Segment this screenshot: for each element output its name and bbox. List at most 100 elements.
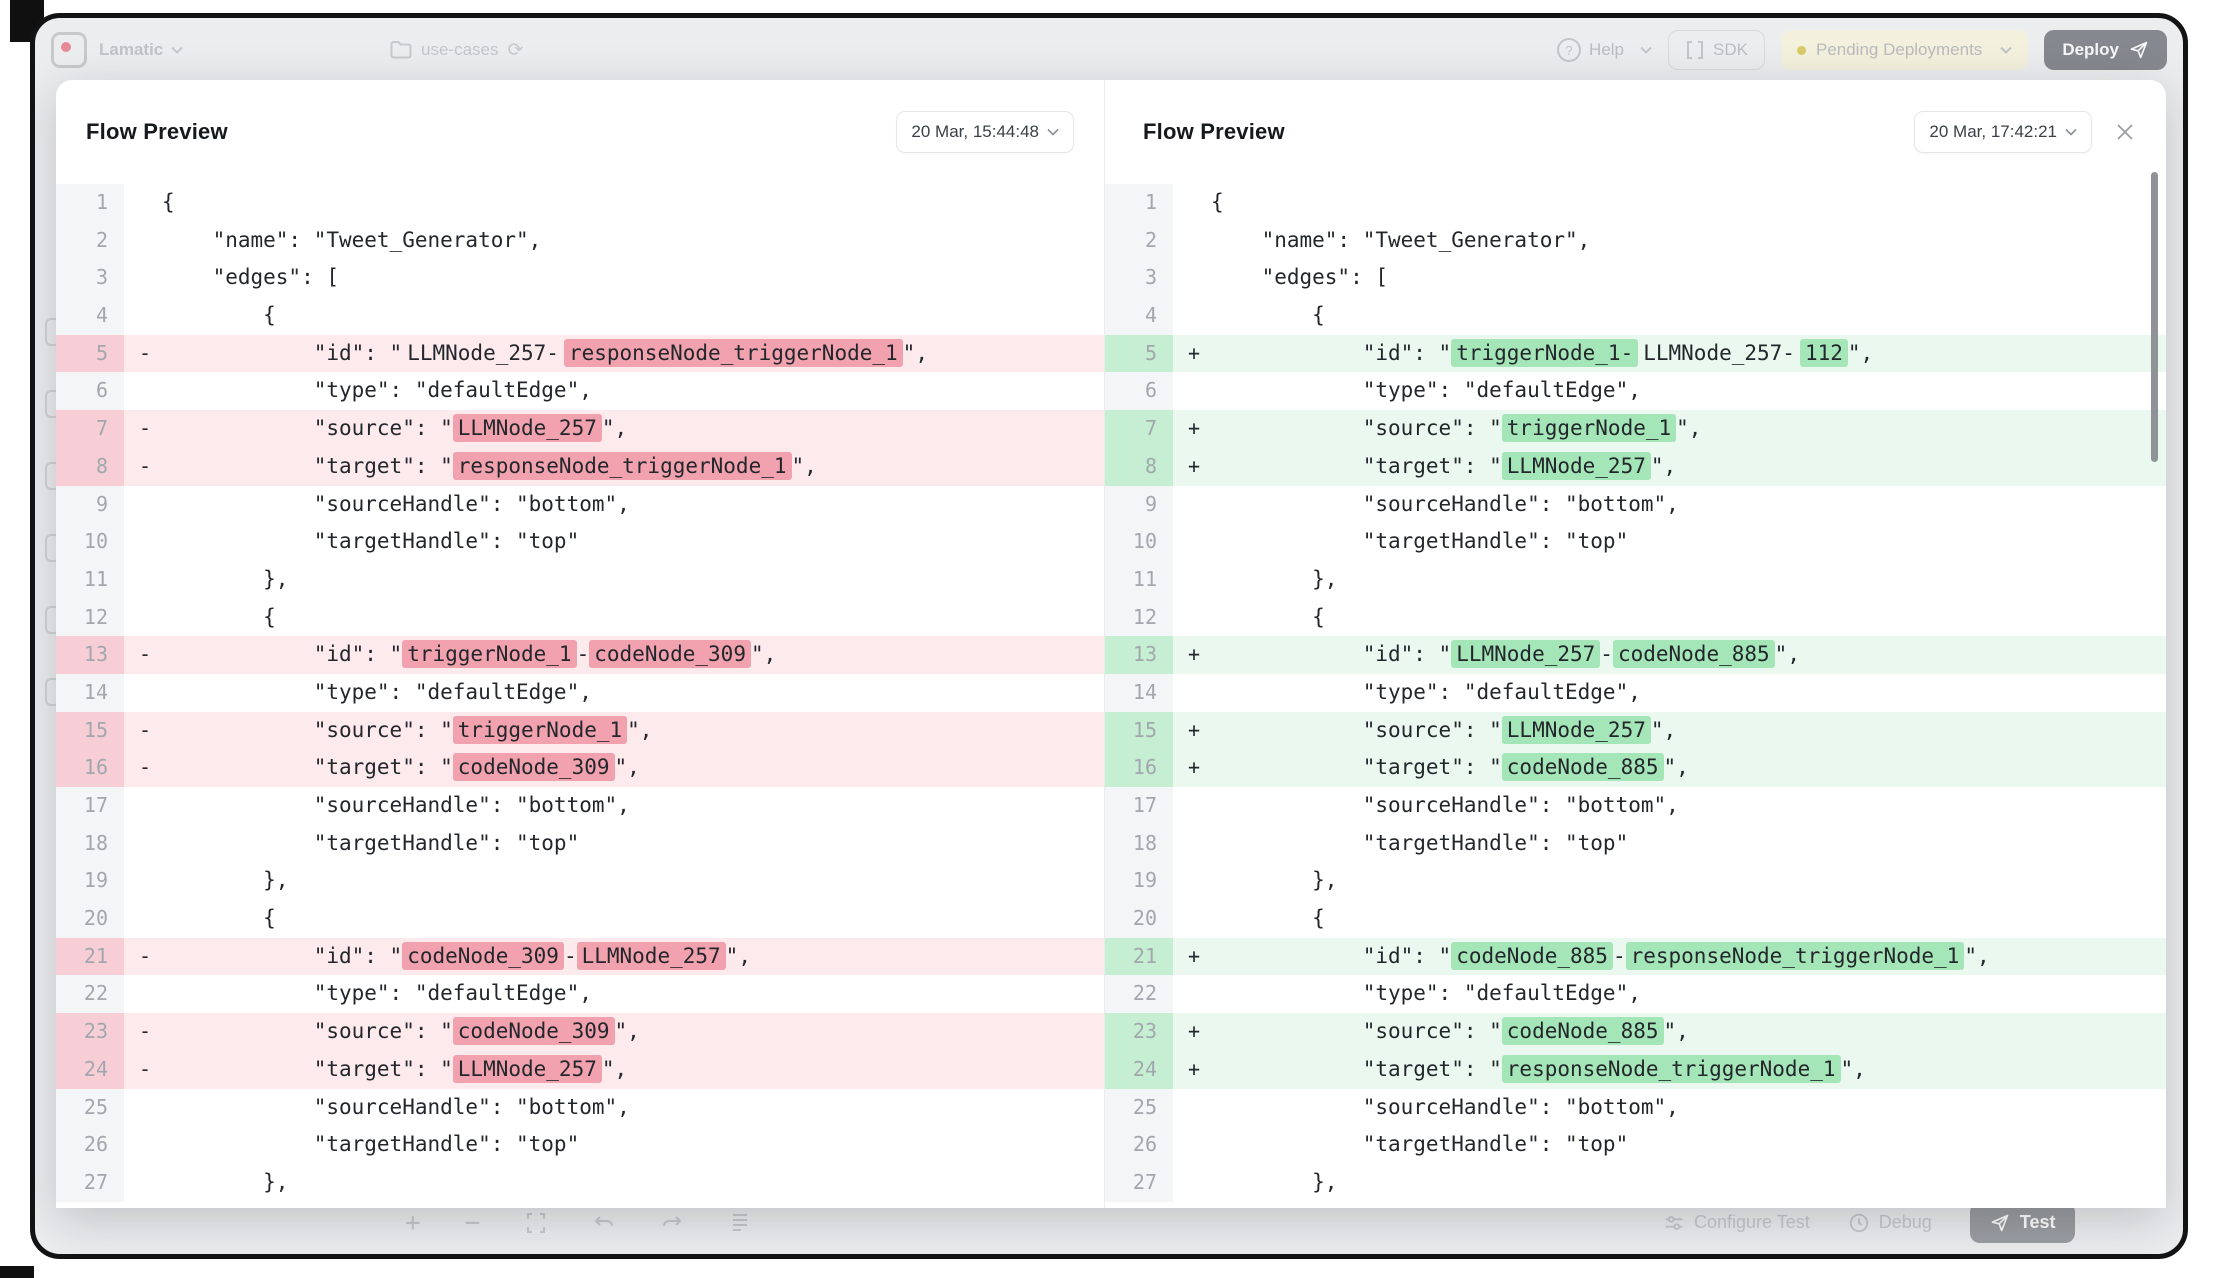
diff-token: responseNode_triggerNode_1 [1625, 941, 1965, 970]
code-text: "target": " [313, 1056, 453, 1081]
code-text: ", [614, 755, 640, 780]
scrollbar-thumb[interactable] [2151, 172, 2158, 462]
panel-title: Flow Preview [1143, 119, 1285, 144]
code-text: ", [1774, 642, 1800, 667]
code-text: "name": "Tweet_Generator", [212, 227, 542, 252]
code-text: ", [791, 453, 817, 478]
panel-title: Flow Preview [86, 119, 228, 144]
code-text: ", [750, 642, 777, 667]
code-text: "target": " [1362, 755, 1502, 780]
configure-test-button[interactable]: Configure Test [1663, 1212, 1810, 1234]
code-text: "type": "defaultEdge", [1362, 679, 1641, 704]
code-text: "targetHandle": "top" [313, 1132, 580, 1157]
code-line-text: "type": "defaultEdge", [124, 674, 1104, 712]
line-number: 1 [1105, 184, 1173, 222]
code-line-text: -"id": "LLMNode_257-responseNode_trigger… [124, 334, 1104, 373]
diff-marker: + [1188, 755, 1201, 780]
breadcrumb[interactable]: use-cases ⟳ [390, 18, 523, 82]
flow-preview-diff-modal: Flow Preview 20 Mar, 15:44:48 1{2"name":… [56, 80, 2166, 1208]
diff-marker: + [1188, 943, 1201, 968]
version-timestamp-dropdown[interactable]: 20 Mar, 15:44:48 [896, 111, 1074, 153]
diff-token: triggerNode_1 [402, 640, 577, 669]
code-text: "source": " [313, 717, 453, 742]
code-text: "id": " [313, 340, 403, 365]
line-number: 13 [56, 636, 124, 674]
version-timestamp-dropdown[interactable]: 20 Mar, 17:42:21 [1914, 111, 2092, 153]
code-line: 10"targetHandle": "top" [1105, 523, 2166, 561]
code-line-text: -"source": "codeNode_309", [124, 1013, 1104, 1051]
panel-header: Flow Preview 20 Mar, 15:44:48 [56, 80, 1104, 184]
code-line-text: +"target": "codeNode_885", [1173, 749, 2166, 787]
debug-button[interactable]: Debug [1848, 1212, 1932, 1234]
code-line-text: "sourceHandle": "bottom", [1173, 486, 2166, 524]
crop-mark-bottom-left [0, 1266, 34, 1278]
fit-view-icon[interactable] [524, 1211, 548, 1235]
code-line-text: "type": "defaultEdge", [124, 975, 1104, 1013]
redo-icon[interactable] [660, 1211, 684, 1235]
code-line-text: { [1173, 184, 2166, 222]
line-number: 20 [56, 900, 124, 938]
undo-icon[interactable] [592, 1211, 616, 1235]
flow-preview-panel-before: Flow Preview 20 Mar, 15:44:48 1{2"name":… [56, 80, 1104, 1208]
diff-marker: + [1188, 717, 1201, 742]
code-text: }, [263, 1169, 289, 1194]
lamatic-logo-icon[interactable] [51, 32, 87, 68]
code-line: 27}, [56, 1163, 1104, 1202]
code-text: { [1312, 303, 1325, 328]
line-number: 11 [1105, 560, 1173, 599]
brand-name[interactable]: Lamatic [99, 40, 164, 59]
code-line-text: { [1173, 297, 2166, 335]
code-line-text: -"target": "responseNode_triggerNode_1", [124, 447, 1104, 486]
code-line: 12{ [1105, 598, 2166, 637]
code-line: 20{ [1105, 900, 2166, 938]
code-text: "target": " [1362, 1056, 1502, 1081]
code-line-text: "targetHandle": "top" [1173, 1126, 2166, 1164]
diff-marker: + [1188, 1019, 1201, 1044]
code-line-text: "sourceHandle": "bottom", [124, 1089, 1104, 1127]
diff-token: codeNode_309 [589, 640, 751, 669]
code-text: ", [601, 1056, 628, 1081]
sdk-button[interactable]: SDK [1668, 30, 1765, 70]
code-text: "targetHandle": "top" [1362, 830, 1629, 855]
code-line: 19}, [1105, 862, 2166, 901]
code-text: "name": "Tweet_Generator", [1261, 227, 1591, 252]
zoom-in-icon[interactable]: + [405, 1208, 421, 1238]
diff-token: LLMNode_257 [1501, 451, 1651, 480]
top-bar: Lamatic use-cases ⟳ ? Help SDK Pending D… [35, 18, 2183, 82]
help-icon: ? [1557, 38, 1582, 62]
code-line: 3"edges": [ [56, 259, 1104, 298]
notes-icon[interactable] [728, 1211, 752, 1235]
brand-chevron-down-icon[interactable] [171, 46, 183, 54]
code-line-text: "type": "defaultEdge", [1173, 372, 2166, 410]
code-line-text: -"target": "codeNode_309", [124, 749, 1104, 787]
code-line: 13-"id": "triggerNode_1-codeNode_309", [56, 636, 1104, 674]
line-number: 18 [56, 824, 124, 863]
code-line: 2 "name": "Tweet_Generator", [56, 221, 1104, 260]
code-line-text: { [1173, 599, 2166, 637]
help-button[interactable]: ? Help [1557, 38, 1652, 62]
line-number: 15 [56, 711, 124, 750]
line-number: 19 [56, 862, 124, 901]
code-text: ", [902, 340, 928, 365]
pending-deployments-button[interactable]: Pending Deployments [1780, 30, 2029, 70]
code-line-text: -"id": "triggerNode_1-codeNode_309", [124, 636, 1104, 674]
close-icon[interactable] [2114, 121, 2136, 143]
code-text: "type": "defaultEdge", [1362, 378, 1641, 403]
deploy-button[interactable]: Deploy [2044, 30, 2167, 70]
code-line-text: +"id": "LLMNode_257-codeNode_885", [1173, 636, 2166, 674]
diff-token: codeNode_309 [452, 1017, 615, 1046]
refresh-icon[interactable]: ⟳ [507, 39, 524, 61]
help-label: Help [1589, 40, 1625, 59]
code-text: ", [1847, 340, 1874, 365]
code-line-text: "sourceHandle": "bottom", [1173, 1089, 2166, 1127]
test-button[interactable]: Test [1969, 1202, 2076, 1243]
line-number: 2 [56, 221, 124, 260]
code-line: 16-"target": "codeNode_309", [56, 749, 1104, 787]
zoom-out-icon[interactable]: − [464, 1208, 481, 1238]
code-line-text: +"source": "LLMNode_257", [1173, 711, 2166, 750]
pending-status-dot [1796, 45, 1806, 55]
version-timestamp: 20 Mar, 17:42:21 [1929, 122, 2057, 141]
diff-token: codeNode_885 [1612, 640, 1775, 669]
line-number: 27 [1105, 1163, 1173, 1202]
diff-marker: + [1188, 453, 1201, 478]
